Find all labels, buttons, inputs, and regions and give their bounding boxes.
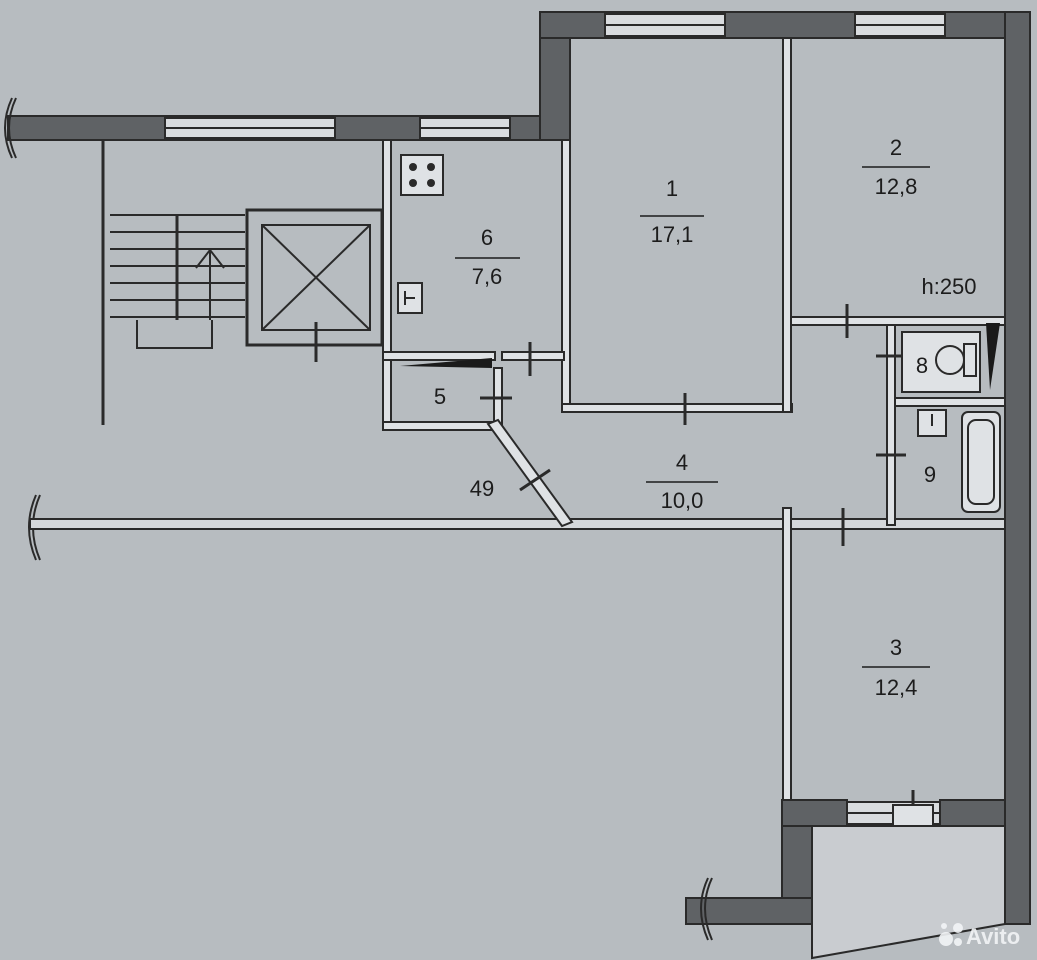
exterior-walls: [7, 11, 1031, 925]
room-8-label: 8: [916, 353, 928, 378]
room-1-area: 17,1: [651, 222, 694, 247]
room-2-number: 2: [890, 135, 902, 160]
stove-icon: [400, 154, 444, 196]
sink-icon: [397, 282, 423, 314]
room-8-number: 8: [916, 353, 928, 378]
room-4-number: 4: [676, 450, 688, 475]
room-4-label: 4 10,0: [646, 450, 718, 513]
room-6-area: 7,6: [472, 264, 503, 289]
room-2-area: 12,8: [875, 174, 918, 199]
room-4-area: 10,0: [661, 488, 704, 513]
avito-text: Avito: [966, 924, 1020, 949]
washbasin-icon: [917, 409, 947, 437]
room-1-label: 1 17,1: [640, 176, 704, 247]
room-3-number: 3: [890, 635, 902, 660]
elevator-shaft: [245, 208, 384, 362]
room-5-label: 5: [434, 384, 446, 409]
room-3-label: 3 12,4: [862, 635, 930, 700]
interior-walls: [382, 37, 1006, 801]
ceiling-height-label: h:250: [921, 274, 976, 299]
room-5-number: 5: [434, 384, 446, 409]
bathtub-icon: [961, 411, 1001, 513]
room-6-label: 6 7,6: [455, 225, 520, 289]
room-2-label: 2 12,8: [862, 135, 930, 199]
room-1-number: 1: [666, 176, 678, 201]
avito-dots-icon: [939, 923, 963, 946]
corridor-wall: [29, 518, 1006, 530]
door-marks: [400, 304, 1000, 836]
avito-watermark: Avito: [939, 923, 1020, 949]
stairwell: [101, 140, 245, 425]
toilet-icon: [901, 331, 981, 393]
room-6-number: 6: [481, 225, 493, 250]
room-9-number: 9: [924, 462, 936, 487]
door-width-label: 49: [470, 476, 494, 501]
room-9-label: 9: [924, 462, 936, 487]
room-3-area: 12,4: [875, 675, 918, 700]
